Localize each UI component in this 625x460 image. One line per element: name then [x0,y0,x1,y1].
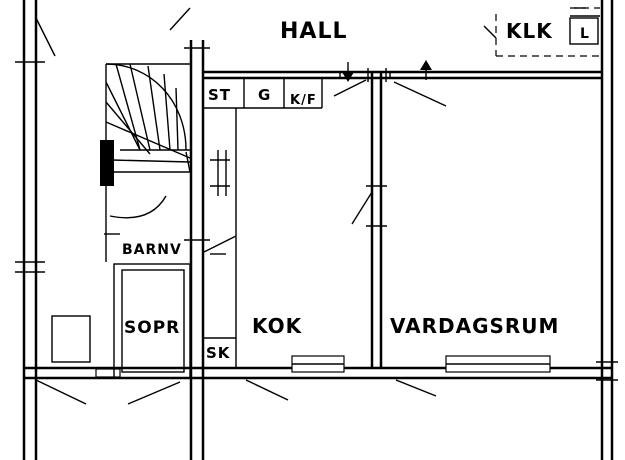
label-kok: KOK [252,314,303,338]
room-labels: HALL KLK L ST G K/F BARNV SOPR KOK SK VA… [122,19,590,362]
label-sk: SK [206,344,231,362]
label-kf: K/F [290,93,317,108]
staircase [100,63,191,262]
klk-wardrobe [569,15,600,45]
exterior-walls [22,0,614,460]
kitchen-counter [203,78,323,368]
sopr-closet [51,263,191,379]
label-vardagsrum: VARDAGSRUM [390,314,559,338]
arrows [104,7,586,255]
label-st: ST [208,86,231,104]
wall-openings [15,47,618,381]
door-swings [35,7,447,405]
label-sopr: SOPR [124,318,180,338]
label-barnv: BARNV [122,242,182,258]
label-g: G [258,86,271,104]
label-klk: KLK [506,19,553,43]
label-l: L [580,26,590,42]
label-hall: HALL [280,19,347,44]
